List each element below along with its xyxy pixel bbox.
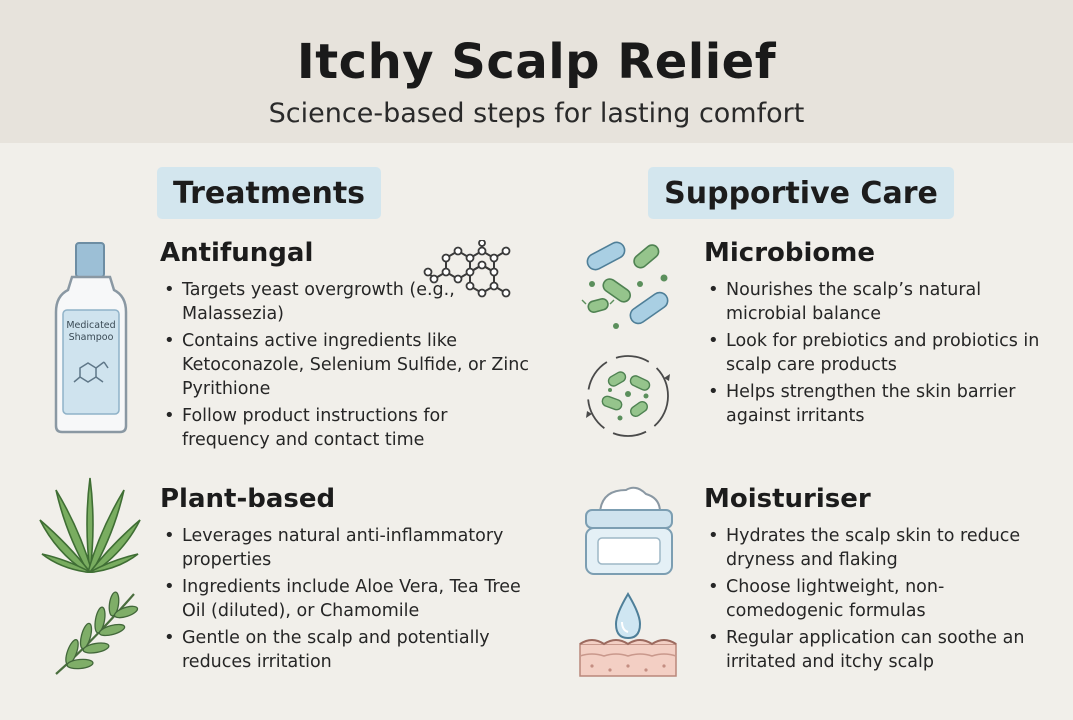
aloe-vera-icon xyxy=(39,477,141,573)
list-item: Helps strengthen the skin barrier agains… xyxy=(704,380,1054,428)
plant-based-list: Leverages natural anti-inflammatory prop… xyxy=(160,524,540,674)
shampoo-bottle-icon xyxy=(54,242,128,434)
list-item: Ingredients include Aloe Vera, Tea Tree … xyxy=(160,575,540,623)
list-item: Leverages natural anti-inflammatory prop… xyxy=(160,524,540,572)
moisturiser-list: Hydrates the scalp skin to reduce drynes… xyxy=(704,524,1054,674)
bacteria-icon xyxy=(581,241,669,329)
header-banner: Itchy Scalp Relief Science-based steps f… xyxy=(0,0,1073,143)
list-item: Follow product instructions for frequenc… xyxy=(160,404,540,452)
list-item: Gentle on the scalp and potentially redu… xyxy=(160,626,540,674)
plant-based-section: Plant-based Leverages natural anti-infla… xyxy=(160,484,540,677)
page-subtitle: Science-based steps for lasting comfort xyxy=(268,98,805,129)
microbiome-list: Nourishes the scalp’s natural microbial … xyxy=(704,278,1054,428)
cream-jar-icon xyxy=(585,486,673,575)
list-item: Regular application can soothe an irrita… xyxy=(704,626,1054,674)
microbiome-heading: Microbiome xyxy=(704,238,875,268)
herb-branch-icon xyxy=(55,591,139,675)
bottle-label: Medicated Shampoo xyxy=(66,320,116,343)
moisturiser-section: Moisturiser Hydrates the scalp skin to r… xyxy=(704,484,1054,677)
list-item: Hydrates the scalp skin to reduce drynes… xyxy=(704,524,1054,572)
list-item: Nourishes the scalp’s natural microbial … xyxy=(704,278,1054,326)
list-item: Choose lightweight, non-comedogenic form… xyxy=(704,575,1054,623)
plant-based-heading: Plant-based xyxy=(160,484,336,514)
list-item: Targets yeast overgrowth (e.g., Malassez… xyxy=(160,278,540,326)
list-item: Look for prebiotics and probiotics in sc… xyxy=(704,329,1054,377)
antifungal-heading: Antifungal xyxy=(160,238,314,268)
antifungal-section: Antifungal Targets yeast overgrowth (e.g… xyxy=(160,238,540,455)
treatments-heading: Treatments xyxy=(157,167,381,219)
page-title: Itchy Scalp Relief xyxy=(296,34,777,90)
moisturiser-heading: Moisturiser xyxy=(704,484,871,514)
microbe-cycle-icon xyxy=(586,355,670,437)
list-item: Contains active ingredients like Ketocon… xyxy=(160,329,540,401)
supportive-care-heading: Supportive Care xyxy=(648,167,954,219)
antifungal-list: Targets yeast overgrowth (e.g., Malassez… xyxy=(160,278,540,452)
skin-droplet-icon xyxy=(579,592,677,677)
microbiome-section: Microbiome Nourishes the scalp’s natural… xyxy=(704,238,1054,431)
